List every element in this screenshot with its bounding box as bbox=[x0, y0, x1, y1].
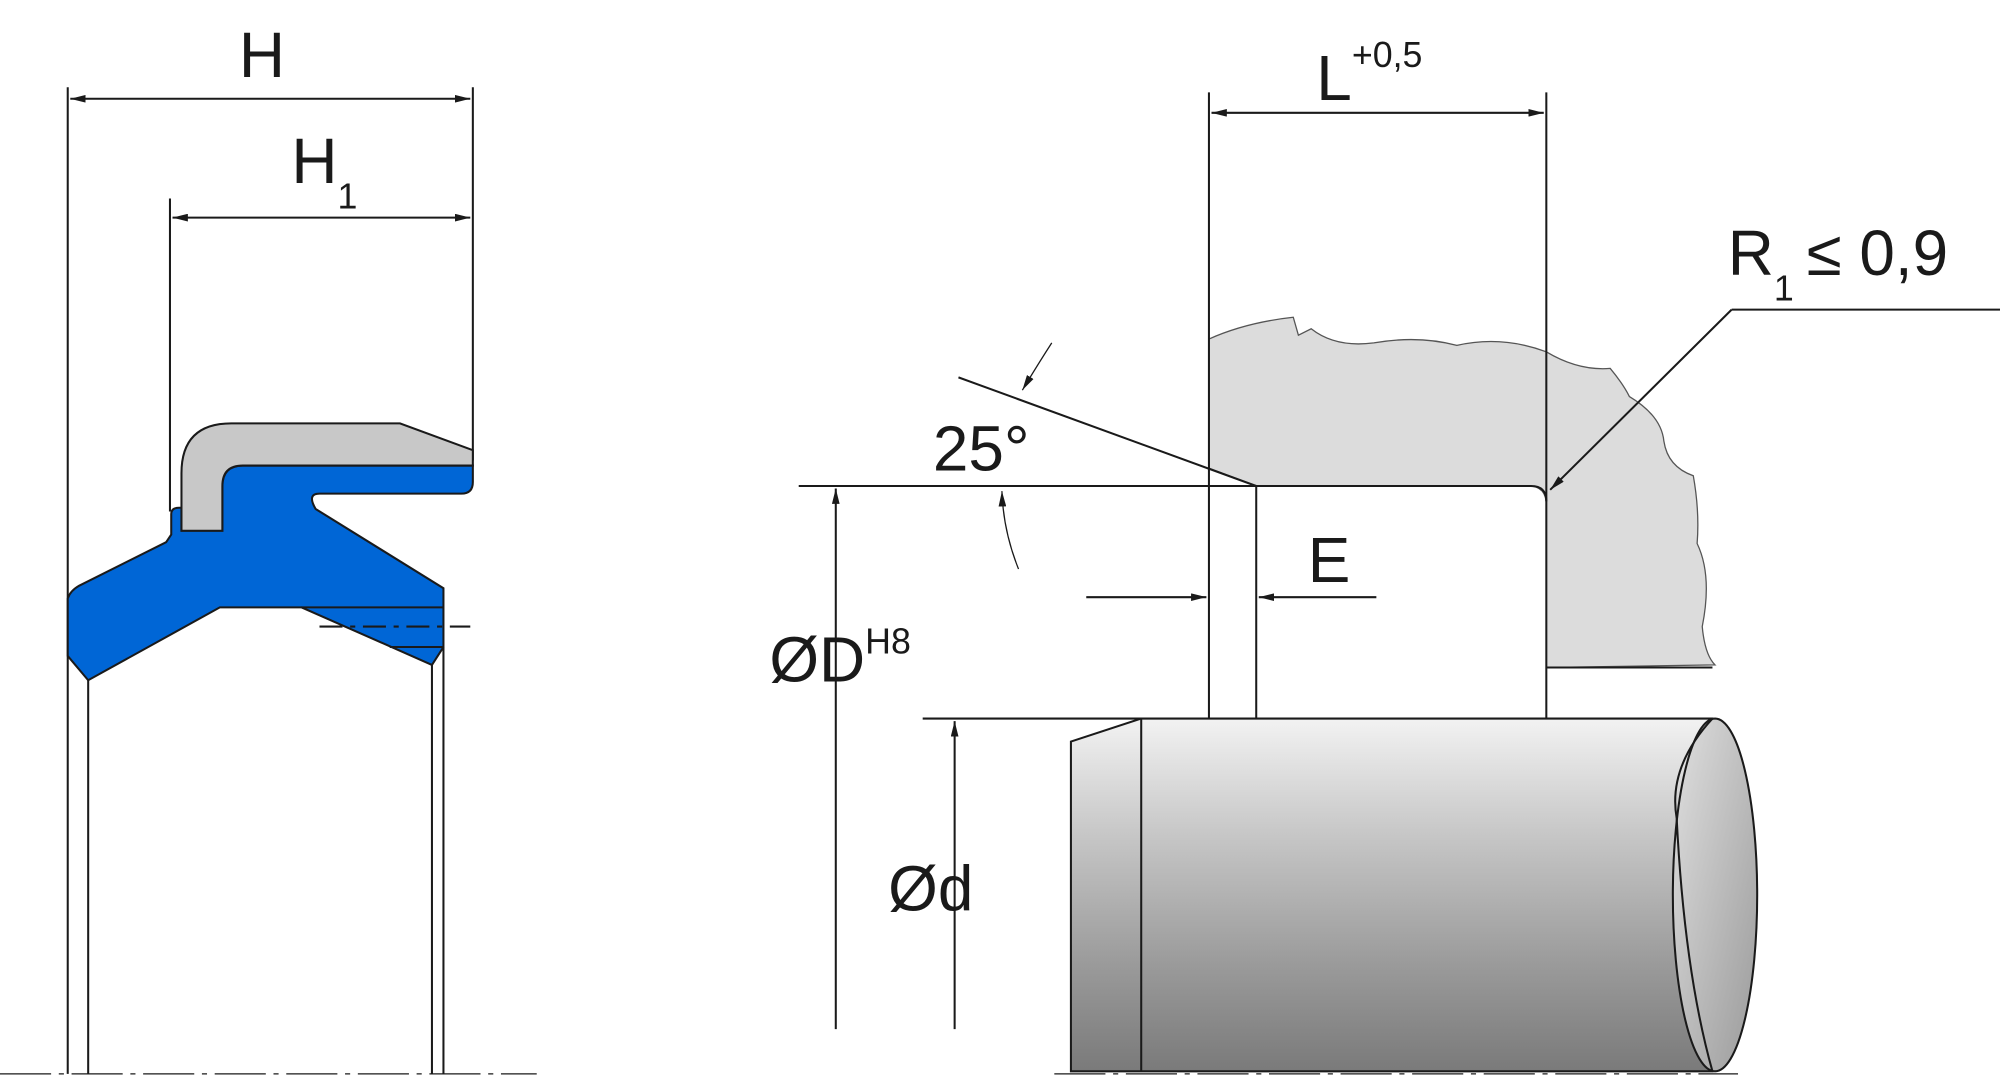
dimension-e-label: E bbox=[1308, 524, 1351, 596]
angle-label: 25° bbox=[933, 413, 1030, 485]
radius-leader-arrow bbox=[1549, 308, 1733, 491]
radius-label: R1≤ 0,9 bbox=[1728, 217, 1948, 309]
bore-line bbox=[798, 484, 1548, 502]
groove-view: L+0,5 25° E R1≤ 0,9 ØDH8 Ød bbox=[769, 35, 2000, 1075]
angle-arrow bbox=[1021, 342, 1053, 391]
angle-arrow bbox=[998, 491, 1020, 570]
piston-rod bbox=[1069, 717, 1759, 1073]
chamfer-line bbox=[958, 376, 1257, 487]
dimension-bore-label: ØDH8 bbox=[769, 621, 911, 695]
dimension-rod-label: Ød bbox=[888, 852, 973, 924]
seal-insert bbox=[180, 422, 474, 532]
dimension-h-label: H bbox=[239, 19, 285, 91]
housing-section bbox=[1208, 316, 1717, 669]
seal-profile-view: H H1 bbox=[0, 19, 537, 1075]
dimension-h1-label: H1 bbox=[291, 125, 357, 217]
dimension-l-label: L+0,5 bbox=[1316, 35, 1422, 114]
